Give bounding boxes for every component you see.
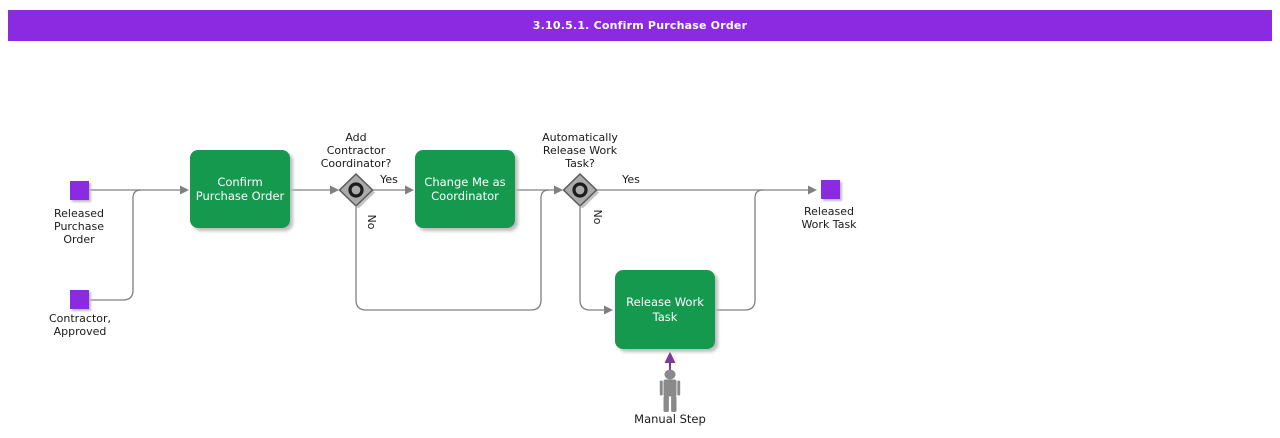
person-left-leg <box>663 396 669 412</box>
end-event-label: Released Work Task <box>801 205 857 231</box>
arrowhead-into-change <box>405 185 414 195</box>
connector-release-to-end <box>715 189 764 311</box>
manual-arrowhead <box>664 351 676 363</box>
task-release-work-task[interactable]: Release Work Task <box>615 270 715 349</box>
gateway1-diamond[interactable] <box>338 172 374 208</box>
gateway-add-contractor-coordinator[interactable] <box>338 172 376 209</box>
person-right-leg <box>671 396 677 412</box>
person-right-arm <box>677 380 681 396</box>
gateway1-ring-icon <box>348 182 364 198</box>
gateway2-diamond[interactable] <box>562 172 598 208</box>
person-torso <box>663 379 677 397</box>
task-label: Change Me as Coordinator <box>424 174 506 204</box>
end-event-released-work-task[interactable] <box>821 180 840 199</box>
arrowhead-into-confirm <box>180 185 189 195</box>
page-title: 3.10.5.1. Confirm Purchase Order <box>532 19 748 32</box>
gateway-automatically-release-work-task[interactable] <box>562 172 600 209</box>
arrowhead-into-gateway1 <box>330 185 339 195</box>
gateway1-yes-label: Yes <box>380 173 398 186</box>
start-event-released-purchase-order[interactable] <box>70 181 89 200</box>
gateway2-no-label: No <box>591 209 604 225</box>
arrowhead-into-gateway2 <box>554 185 563 195</box>
gateway2-ring-icon <box>572 182 588 198</box>
person-head <box>664 369 676 380</box>
arrowhead-into-release <box>604 305 613 315</box>
start-event-contractor-approved[interactable] <box>70 290 89 309</box>
gateway1-question-label: Add Contractor Coordinator? <box>320 131 392 170</box>
gateway2-question-label: Automatically Release Work Task? <box>542 131 618 170</box>
start-event-label: Released Purchase Order <box>54 207 104 246</box>
person-icon[interactable] <box>659 369 681 413</box>
task-confirm-purchase-order[interactable]: Confirm Purchase Order <box>190 150 290 228</box>
connector-gateway2-no <box>579 207 604 311</box>
task-label: Release Work Task <box>626 295 704 324</box>
task-label: Confirm Purchase Order <box>195 174 285 204</box>
manual-step-label: Manual Step <box>634 412 706 426</box>
person-left-arm <box>659 380 663 396</box>
arrowhead-into-end-event <box>808 185 817 195</box>
connector-gateway1-no-loop <box>355 189 550 311</box>
start-event-label: Contractor, Approved <box>48 312 112 338</box>
connector-contractor-merge <box>89 189 142 301</box>
task-change-me-as-coordinator[interactable]: Change Me as Coordinator <box>415 150 515 228</box>
title-bar: 3.10.5.1. Confirm Purchase Order <box>8 10 1272 41</box>
gateway1-no-label: No <box>365 214 378 230</box>
gateway2-yes-label: Yes <box>622 173 640 186</box>
